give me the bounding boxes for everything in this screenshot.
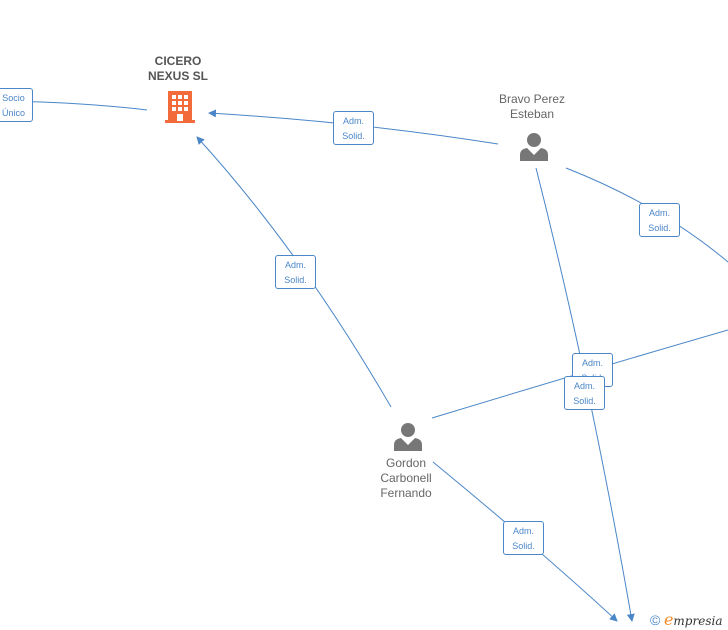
- copyright-symbol: ©: [650, 612, 661, 628]
- edge-label-socio-unico[interactable]: Socio Único: [0, 88, 33, 122]
- edge-label-gordon-bottom[interactable]: Adm. Solid.: [503, 521, 544, 555]
- edge-label-bravo-company[interactable]: Adm. Solid.: [333, 111, 374, 145]
- edge-label-line1: Adm.: [512, 526, 534, 536]
- person-icon[interactable]: [519, 131, 549, 161]
- person-name-gordon[interactable]: Gordon Carbonell Fernando: [366, 456, 446, 501]
- edge-label-line1: Adm.: [581, 358, 603, 368]
- edge-label-line1: Adm.: [284, 260, 306, 270]
- edge-label-gordon-company[interactable]: Adm. Solid.: [275, 255, 316, 289]
- company-name-line2: NEXUS SL: [147, 69, 208, 83]
- brand-e: e: [663, 610, 674, 629]
- edge-label-bravo-right[interactable]: Adm. Solid.: [639, 203, 680, 237]
- edge-label-line1: Adm.: [648, 208, 670, 218]
- edge-label-line2: Solid.: [342, 131, 365, 141]
- bravo-name-line1: Bravo Perez: [498, 92, 566, 106]
- edge-label-line2: Solid.: [512, 541, 535, 551]
- edge-label-line1: Adm.: [342, 116, 364, 126]
- person-name-bravo[interactable]: Bravo Perez Esteban: [484, 92, 580, 122]
- building-icon[interactable]: [164, 89, 196, 123]
- person-icon[interactable]: [393, 421, 423, 451]
- edge-label-line2: Solid.: [284, 275, 307, 285]
- edge-label-line1: Socio: [2, 93, 25, 103]
- bravo-name-line2: Esteban: [509, 107, 555, 121]
- edge-label-line2: Solid.: [648, 223, 671, 233]
- edge-label-line1: Adm.: [573, 381, 595, 391]
- company-name-line1: CICERO: [154, 54, 202, 68]
- edge-label-bravo-bottom[interactable]: Adm. Solid.: [564, 376, 605, 410]
- gordon-name-line3: Fernando: [380, 486, 432, 500]
- edge-label-line2: Solid.: [573, 396, 596, 406]
- edge-label-line2: Único: [1, 108, 25, 118]
- brand-rest: mpresia: [673, 614, 723, 628]
- gordon-name-line1: Gordon: [385, 456, 427, 470]
- company-name[interactable]: CICERO NEXUS SL: [140, 54, 216, 84]
- empresia-watermark: © empresia: [650, 610, 722, 629]
- gordon-name-line2: Carbonell: [380, 471, 432, 485]
